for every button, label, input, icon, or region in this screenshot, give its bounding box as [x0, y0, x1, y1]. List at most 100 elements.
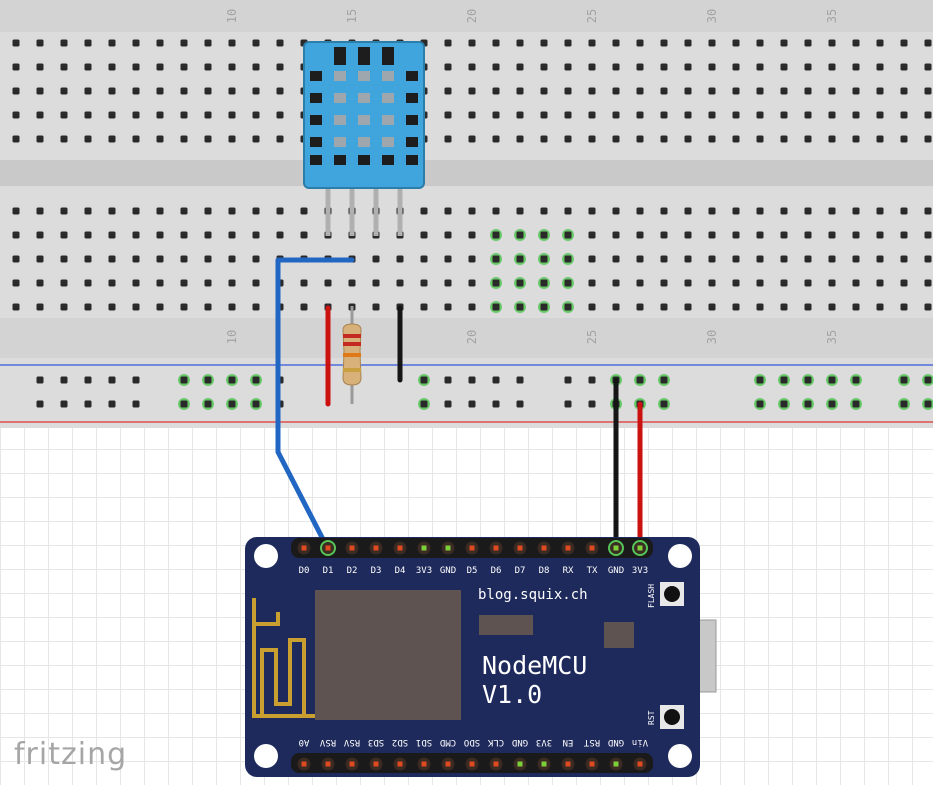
breadboard-hole [180, 376, 188, 384]
breadboard-hole [60, 303, 68, 311]
wire-data-blue[interactable] [275, 257, 355, 552]
breadboard-hole [612, 135, 620, 143]
breadboard-hole [564, 135, 572, 143]
breadboard-hole [876, 207, 884, 215]
breadboard-hole [420, 279, 428, 287]
breadboard-hole [924, 39, 932, 47]
column-label: 10 [225, 9, 239, 23]
breadboard-hole [12, 63, 20, 71]
breadboard-hole [300, 207, 308, 215]
breadboard-hole [84, 231, 92, 239]
breadboard-hole [564, 87, 572, 95]
breadboard-hole [60, 400, 68, 408]
breadboard-hole [636, 279, 644, 287]
breadboard-hole [84, 255, 92, 263]
breadboard-hole [828, 400, 836, 408]
breadboard-hole [732, 303, 740, 311]
breadboard-hole [468, 376, 476, 384]
breadboard-hole [924, 303, 932, 311]
breadboard-hole [876, 279, 884, 287]
pin-dot [373, 545, 379, 551]
breadboard-hole [156, 135, 164, 143]
breadboard-hole [588, 135, 596, 143]
breadboard-hole [492, 255, 500, 263]
breadboard-hole [684, 87, 692, 95]
breadboard-hole [204, 376, 212, 384]
breadboard-hole [12, 87, 20, 95]
breadboard-hole [588, 376, 596, 384]
breadboard [0, 0, 933, 428]
breadboard-hole [204, 87, 212, 95]
breadboard-hole [12, 207, 20, 215]
breadboard-hole [132, 255, 140, 263]
breadboard-hole [828, 376, 836, 384]
pin-label: Vin [632, 737, 648, 747]
breadboard-hole [60, 63, 68, 71]
pin-active-ring [320, 540, 336, 556]
breadboard-hole [564, 303, 572, 311]
breadboard-hole [84, 63, 92, 71]
breadboard-hole [252, 39, 260, 47]
breadboard-hole [36, 63, 44, 71]
sensor-vent [382, 155, 394, 165]
rst-button-cap [664, 709, 680, 725]
breadboard-hole [12, 303, 20, 311]
sensor-vent [406, 155, 418, 165]
sensor-vent [334, 155, 346, 165]
pin-dot [493, 545, 499, 551]
breadboard-hole [804, 135, 812, 143]
esp-module-shield [315, 590, 461, 720]
breadboard-hole [132, 111, 140, 119]
pin-dot [517, 761, 523, 767]
dht-sensor[interactable] [303, 41, 425, 236]
sensor-vent [406, 93, 418, 103]
breadboard-hole [924, 400, 932, 408]
pin-dot [349, 761, 355, 767]
breadboard-hole [300, 279, 308, 287]
breadboard-hole [828, 135, 836, 143]
breadboard-hole [780, 87, 788, 95]
breadboard-hole [276, 135, 284, 143]
sensor-vent [382, 115, 394, 125]
pin-label: D4 [395, 566, 406, 576]
breadboard-hole [660, 111, 668, 119]
breadboard-hole [468, 255, 476, 263]
resistor-band [343, 342, 361, 346]
breadboard-hole [252, 87, 260, 95]
pin-label: D6 [491, 566, 502, 576]
breadboard-hole [492, 111, 500, 119]
pin-dot [397, 761, 403, 767]
breadboard-hole [156, 231, 164, 239]
breadboard-hole [444, 231, 452, 239]
breadboard-hole [108, 135, 116, 143]
breadboard-hole [444, 376, 452, 384]
breadboard-hole [36, 255, 44, 263]
breadboard-hole [84, 87, 92, 95]
breadboard-hole [276, 111, 284, 119]
breadboard-hole [900, 39, 908, 47]
sensor-vent [358, 93, 370, 103]
pin-label: TX [587, 566, 598, 576]
resistor[interactable] [342, 306, 362, 404]
breadboard-hole [300, 303, 308, 311]
breadboard-hole [588, 63, 596, 71]
breadboard-hole [924, 231, 932, 239]
breadboard-hole [276, 63, 284, 71]
breadboard-hole [756, 87, 764, 95]
breadboard-hole [108, 400, 116, 408]
breadboard-hole [252, 376, 260, 384]
breadboard-hole [828, 255, 836, 263]
breadboard-hole [132, 39, 140, 47]
breadboard-hole [852, 231, 860, 239]
pin-label: RSV [319, 737, 336, 747]
breadboard-hole [444, 39, 452, 47]
breadboard-hole [228, 400, 236, 408]
pin-label: D3 [371, 566, 382, 576]
breadboard-hole [708, 207, 716, 215]
breadboard-hole [12, 231, 20, 239]
breadboard-hole [708, 255, 716, 263]
breadboard-hole [276, 207, 284, 215]
breadboard-hole [756, 279, 764, 287]
breadboard-hole [84, 400, 92, 408]
